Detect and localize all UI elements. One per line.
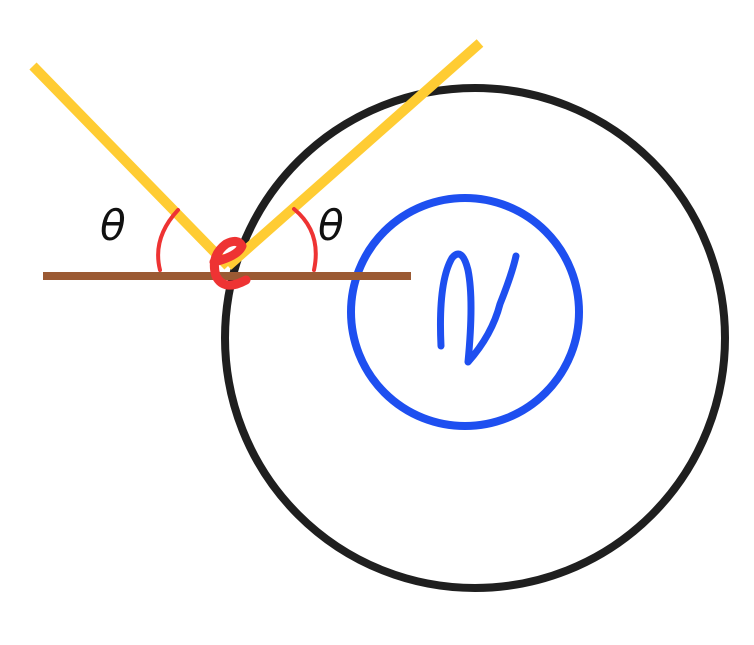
right-angle-arc	[292, 207, 318, 272]
nu-symbol	[436, 250, 520, 366]
theta-right-label: θ	[318, 201, 344, 250]
large-circle	[221, 84, 729, 592]
incoming-ray	[29, 62, 232, 270]
theta-left-label: θ	[100, 201, 126, 250]
electron-mark	[209, 236, 251, 290]
left-angle-arc	[156, 208, 180, 272]
outgoing-ray	[224, 39, 484, 270]
inner-circle	[347, 194, 583, 430]
